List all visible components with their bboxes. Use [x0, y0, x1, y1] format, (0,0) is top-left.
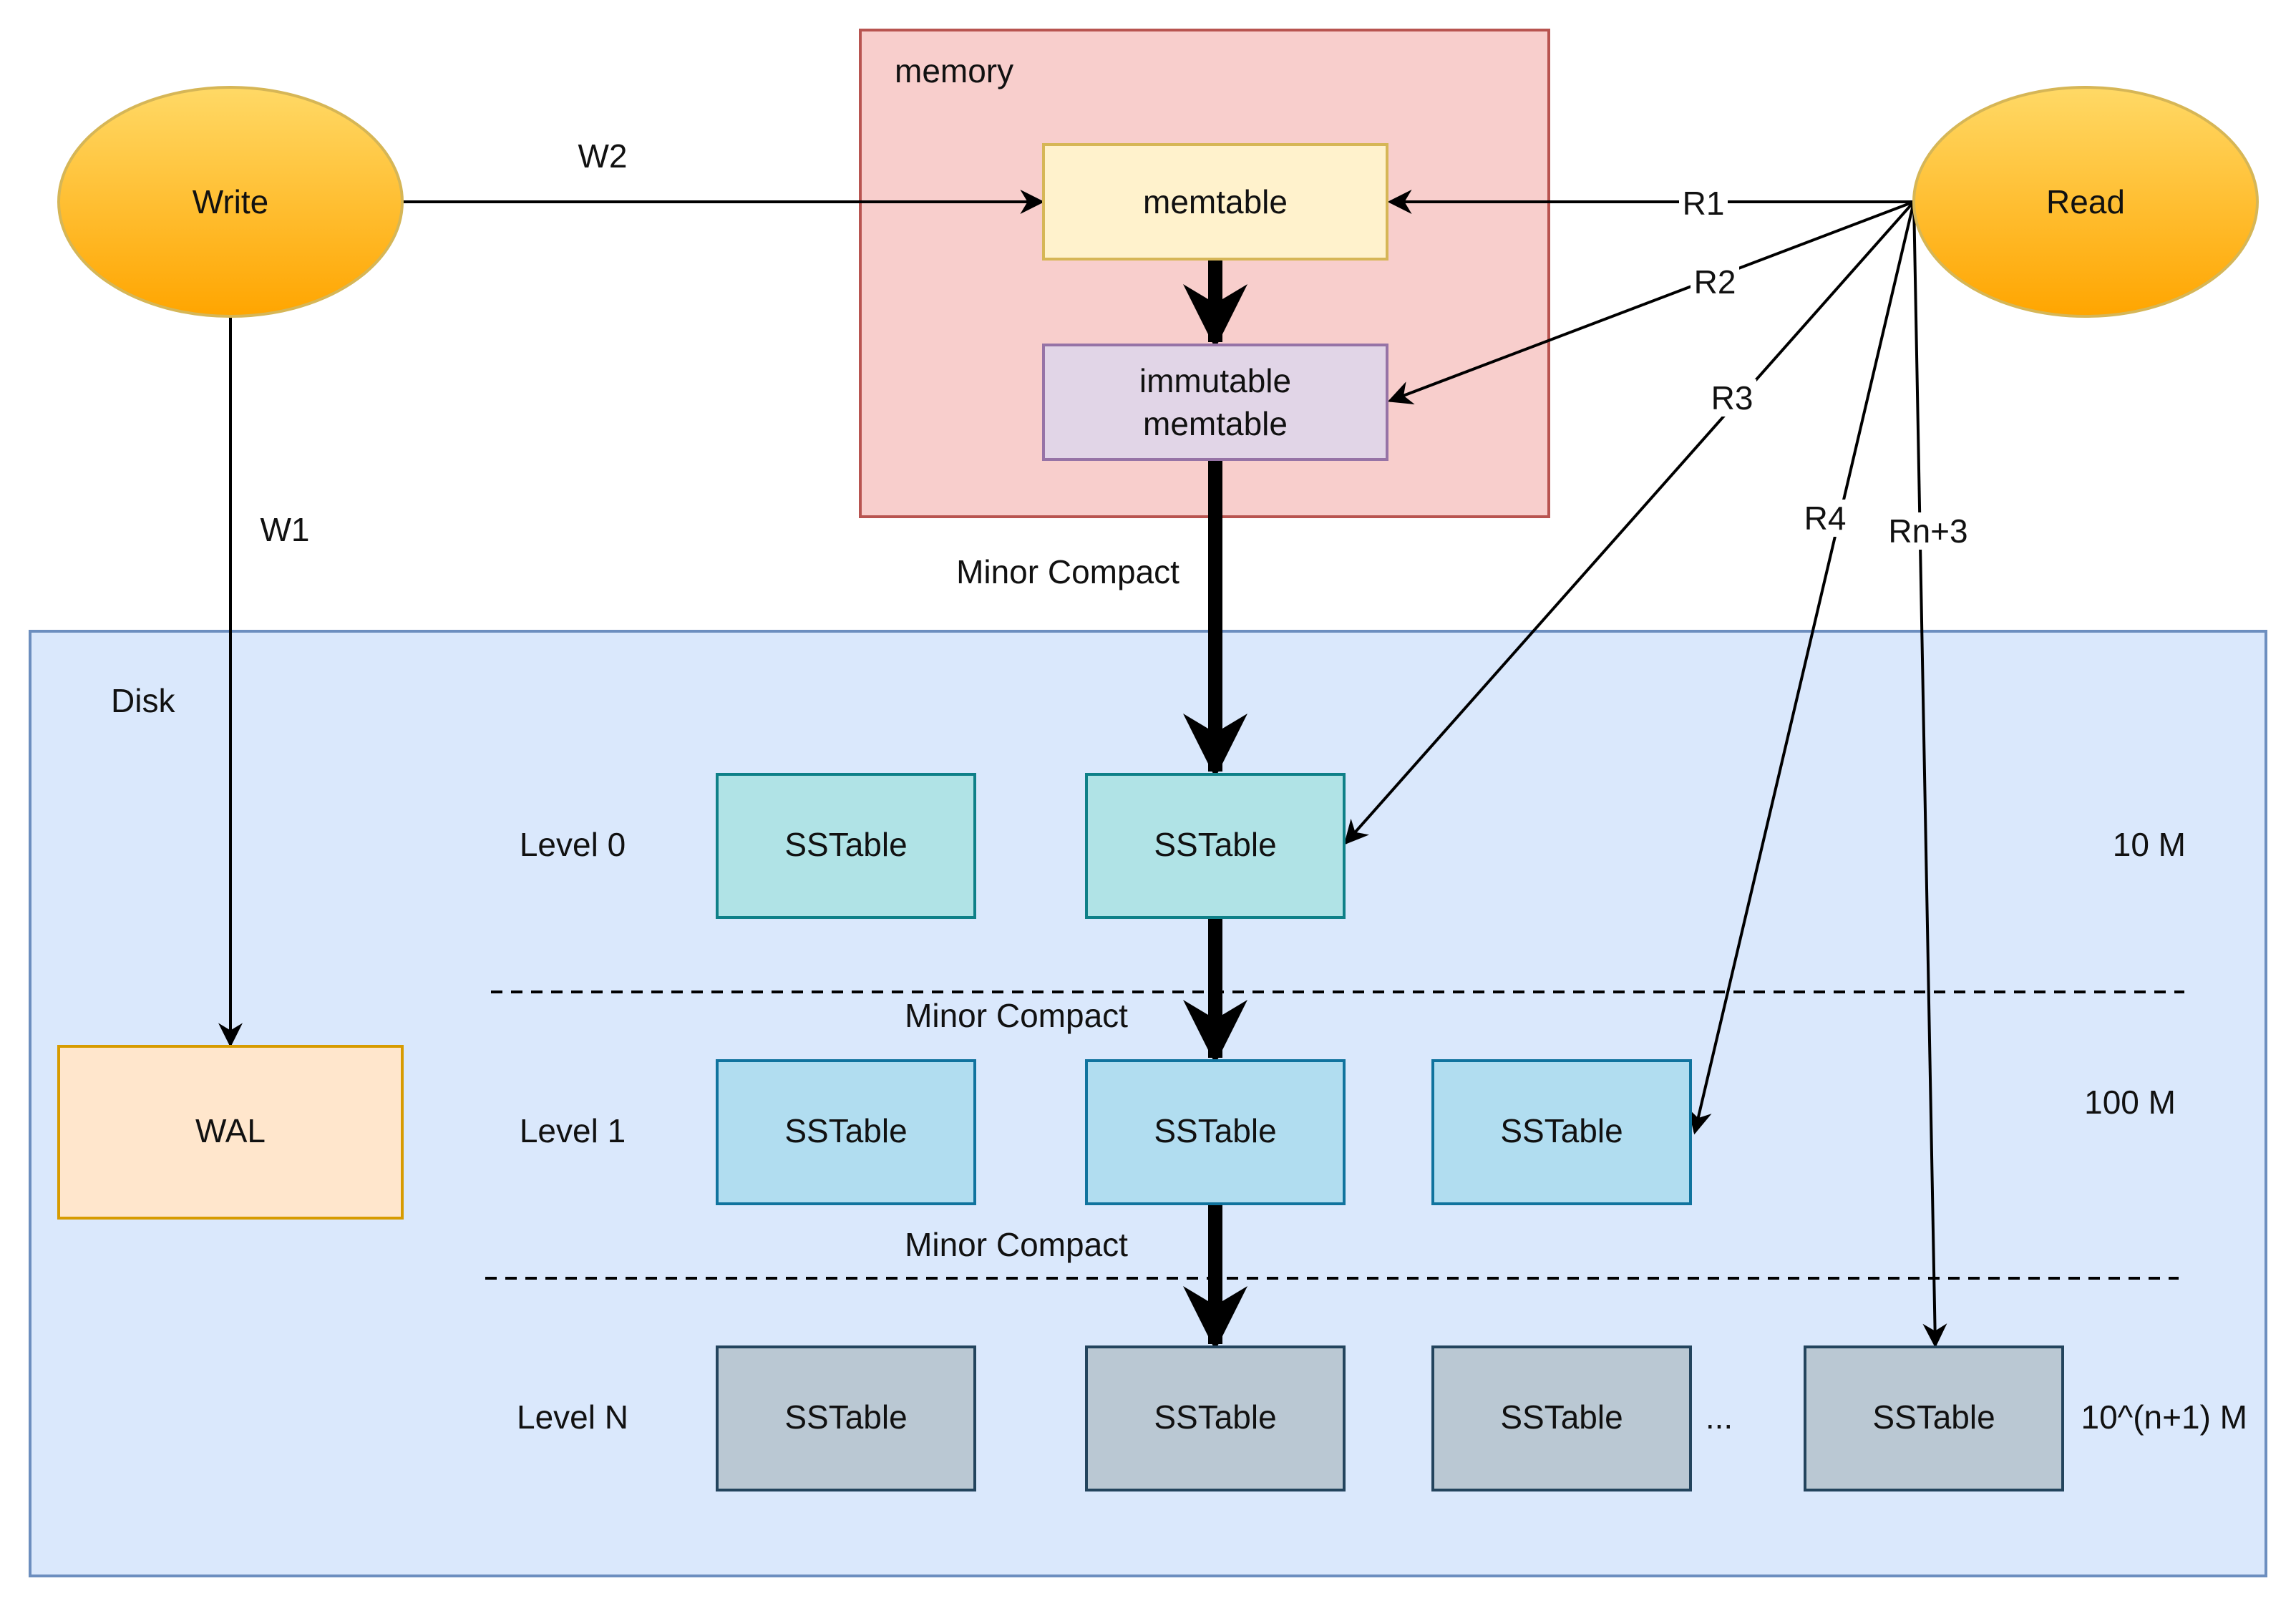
sstable-l0-2[interactable] [1085, 773, 1346, 919]
sstable-label: SSTable [1154, 1398, 1276, 1436]
read-label: Read [2046, 183, 2125, 220]
minor-compact-label-2: Minor Compact [905, 997, 1128, 1034]
sstable-ln-2[interactable] [1085, 1345, 1346, 1491]
write-node[interactable] [57, 86, 404, 318]
sstable-label: SSTable [784, 1398, 907, 1436]
disk-label: Disk [111, 682, 175, 719]
edge-label-r3: R3 [1711, 379, 1753, 417]
level-1-size: 100 M [2084, 1084, 2176, 1121]
memory-label: memory [895, 52, 1013, 89]
sstable-l1-2[interactable] [1085, 1059, 1346, 1205]
level-0-label: Level 0 [520, 826, 626, 863]
edge-label-rn3: Rn+3 [1888, 512, 1967, 550]
sstable-label: SSTable [1154, 1112, 1276, 1149]
edge-label-r1: R1 [1683, 185, 1725, 222]
edge-label-w1: W1 [261, 511, 310, 548]
read-node[interactable] [1912, 86, 2259, 318]
write-label: Write [193, 183, 269, 220]
edge-rn3 [1912, 201, 1947, 1348]
sstable-ln-4[interactable] [1804, 1345, 2064, 1491]
sstable-label: SSTable [1500, 1112, 1623, 1149]
sstable-label: SSTable [784, 826, 907, 863]
level-0-size: 10 M [2113, 826, 2186, 863]
level-n-size: 10^(n+1) M [2081, 1398, 2247, 1436]
immutable-label-line1: immutable [1139, 362, 1291, 399]
sstable-l1-1[interactable] [716, 1059, 976, 1205]
level-n-label: Level N [517, 1398, 628, 1436]
minor-compact-label-1: Minor Compact [956, 553, 1179, 590]
sstable-ln-3[interactable] [1431, 1345, 1692, 1491]
memtable-label: memtable [1143, 183, 1288, 220]
minor-compact-label-3: Minor Compact [905, 1226, 1128, 1263]
edge-label-r4: R4 [1804, 500, 1847, 537]
sstable-label: SSTable [1500, 1398, 1623, 1436]
sstable-label: SSTable [1154, 826, 1276, 863]
sstable-ln-1[interactable] [716, 1345, 976, 1491]
edge-label-w2: W2 [578, 137, 628, 175]
wal-label: WAL [195, 1112, 266, 1149]
edge-r2 [1387, 200, 1915, 405]
wal-box[interactable] [57, 1045, 404, 1220]
immutable-label-line2: memtable [1143, 405, 1288, 442]
ellipsis-label: ... [1706, 1398, 1733, 1436]
sstable-l0-1[interactable] [716, 773, 976, 919]
sstable-l1-3[interactable] [1431, 1059, 1692, 1205]
level-1-label: Level 1 [520, 1112, 626, 1149]
memtable-box[interactable] [1042, 143, 1388, 261]
sstable-label: SSTable [784, 1112, 907, 1149]
edge-r4 [1688, 201, 1915, 1135]
edge-r3 [1343, 200, 1915, 845]
edge-label-r2: R2 [1694, 263, 1736, 301]
immutable-memtable-box[interactable] [1042, 344, 1388, 461]
sstable-label: SSTable [1872, 1398, 1995, 1436]
